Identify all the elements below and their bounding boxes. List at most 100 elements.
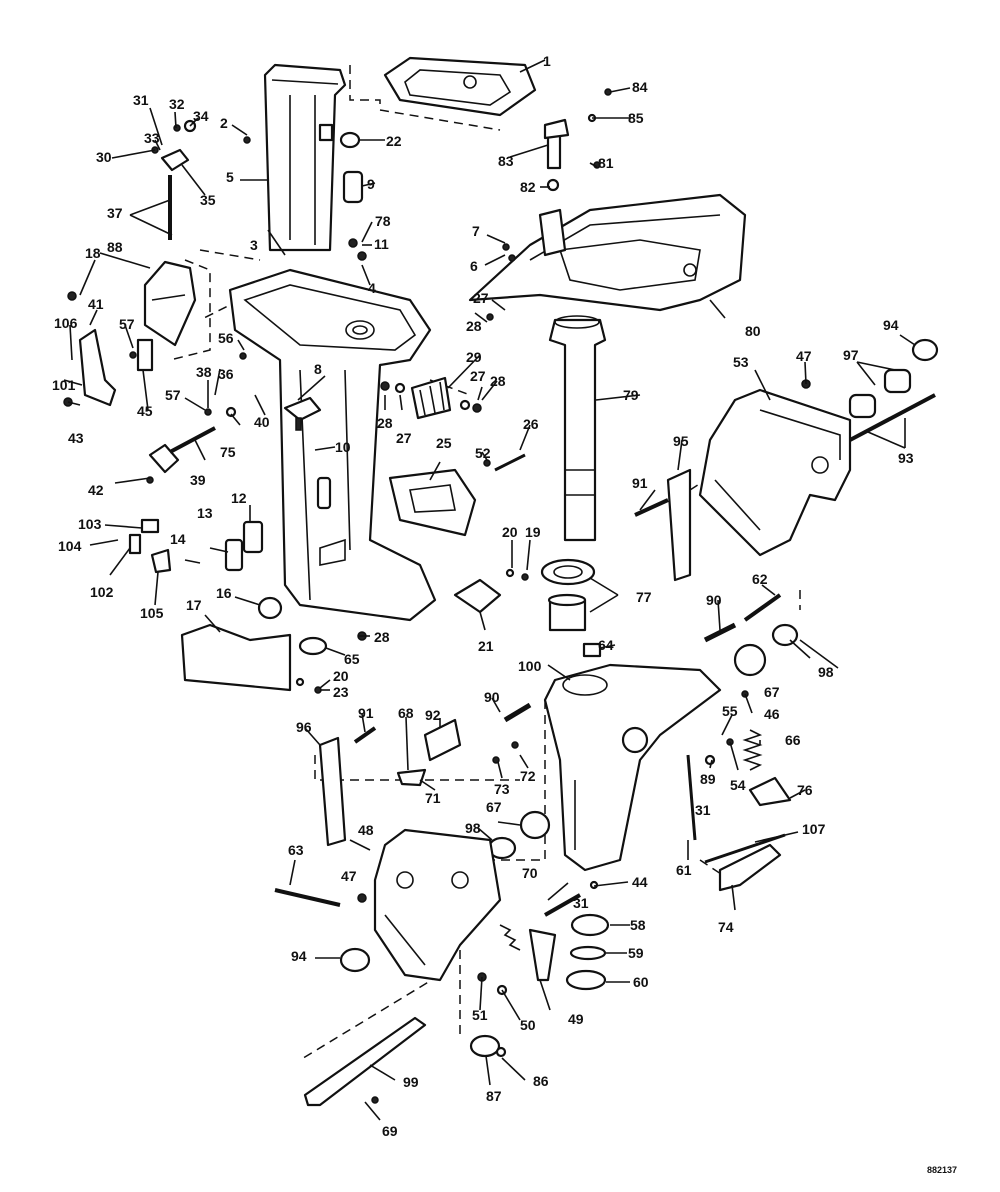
part-62-rod [743, 593, 782, 622]
callout-label: 57 [165, 387, 181, 403]
part-64-block [582, 642, 602, 658]
callout-label: 105 [140, 605, 164, 621]
callout-label: 65 [344, 651, 360, 667]
callout-label: 91 [632, 475, 648, 491]
part-59-o-ring [569, 945, 607, 961]
callout-label: 2 [220, 115, 228, 131]
callout-label: 40 [254, 414, 270, 430]
callout-label: 38 [196, 364, 212, 380]
callout-label: 94 [291, 948, 307, 964]
callout-label: 48 [358, 822, 374, 838]
callout-label: 37 [107, 205, 123, 221]
callout-label: 99 [403, 1074, 419, 1090]
callout-label: 64 [598, 637, 614, 653]
callout-label: 92 [425, 707, 441, 723]
callout-label: 17 [186, 597, 202, 613]
part-26-bolt [494, 453, 526, 472]
callout-label: 101 [52, 377, 76, 393]
part-41-lever [78, 328, 117, 407]
part-105-bracket [150, 548, 172, 574]
callout-label: 80 [745, 323, 761, 339]
callout-label: 73 [494, 781, 510, 797]
part-107-rod [704, 833, 786, 864]
part-25-plate [388, 468, 477, 537]
callout-label: 54 [730, 777, 746, 793]
callout-label: 26 [523, 416, 539, 432]
callout-label: 107 [802, 821, 826, 837]
callout-label: 55 [722, 703, 738, 719]
part-5-exhaust-housing [263, 63, 347, 252]
callout-label: 47 [341, 868, 357, 884]
callout-label: 43 [68, 430, 84, 446]
callout-label: 77 [636, 589, 652, 605]
callout-label: 68 [398, 705, 414, 721]
callout-label: 102 [90, 584, 114, 600]
part-13-plate [224, 538, 244, 572]
part-93-rod [849, 393, 936, 442]
callout-label: 53 [733, 354, 749, 370]
part-35-bracket [160, 148, 190, 172]
part-60-seal [565, 969, 607, 991]
part-63-bolt [274, 888, 341, 907]
part-45-plate [136, 338, 154, 372]
callout-label: 52 [475, 445, 491, 461]
part-100-swivel-housing [543, 663, 722, 872]
callout-label: 46 [764, 706, 780, 722]
callout-label: 57 [119, 316, 135, 332]
callout-label: 6 [470, 258, 478, 274]
part-68-part [396, 768, 427, 787]
callout-label: 78 [375, 213, 391, 229]
callout-label: 90 [706, 592, 722, 608]
callout-label: 27 [473, 290, 489, 306]
part-83-throttle-shaft [543, 118, 570, 170]
part-94-nut-lower [339, 947, 371, 973]
callout-label: 93 [898, 450, 914, 466]
part-67-bushing-lower [519, 810, 551, 840]
callout-label: 25 [436, 435, 452, 451]
callout-label: 67 [486, 799, 502, 815]
callout-label: 4 [368, 280, 376, 296]
callout-label: 100 [518, 658, 542, 674]
callout-label: 84 [632, 79, 648, 95]
callout-label: 50 [520, 1017, 536, 1033]
part-80-swivel-bracket [468, 193, 747, 312]
part-3-driveshaft-housing [228, 268, 437, 622]
part-16-plug [257, 596, 283, 620]
callout-label: 9 [367, 176, 375, 192]
part-95-link [666, 468, 692, 582]
callout-label: 30 [96, 149, 112, 165]
part-17-cover [180, 623, 292, 692]
callout-label: 67 [764, 684, 780, 700]
callout-label: 51 [472, 1007, 488, 1023]
callout-label: 96 [296, 719, 312, 735]
part-91-bolt-upper [634, 498, 669, 517]
part-103-clip [140, 518, 160, 534]
part-94-nut-top [911, 338, 939, 362]
callout-label: 20 [333, 668, 349, 684]
part-48-clamp-bracket [373, 828, 502, 982]
callout-label: 8 [314, 361, 322, 377]
callout-label: 45 [137, 403, 153, 419]
part-66-spring [742, 729, 763, 771]
callout-label: 5 [226, 169, 234, 185]
part-9-sleeve [342, 170, 364, 204]
part-22-bushing [339, 131, 361, 149]
callout-label: 47 [796, 348, 812, 364]
callout-label: 81 [598, 155, 614, 171]
callout-label: 95 [673, 433, 689, 449]
callout-label: 28 [466, 318, 482, 334]
callout-label: 79 [623, 387, 639, 403]
part-8-pickup [283, 396, 322, 431]
part-29-coupling [410, 376, 452, 420]
callout-label: 71 [425, 790, 441, 806]
part-76-lever [748, 776, 792, 807]
callout-label: 76 [797, 782, 813, 798]
part-77-bushings [540, 558, 596, 632]
callout-label: 20 [502, 524, 518, 540]
callout-label: 103 [78, 516, 102, 532]
callout-label: 63 [288, 842, 304, 858]
callout-label: 7 [472, 223, 480, 239]
part-92-bracket [423, 718, 462, 762]
part-53-clamp-bracket [698, 388, 852, 557]
